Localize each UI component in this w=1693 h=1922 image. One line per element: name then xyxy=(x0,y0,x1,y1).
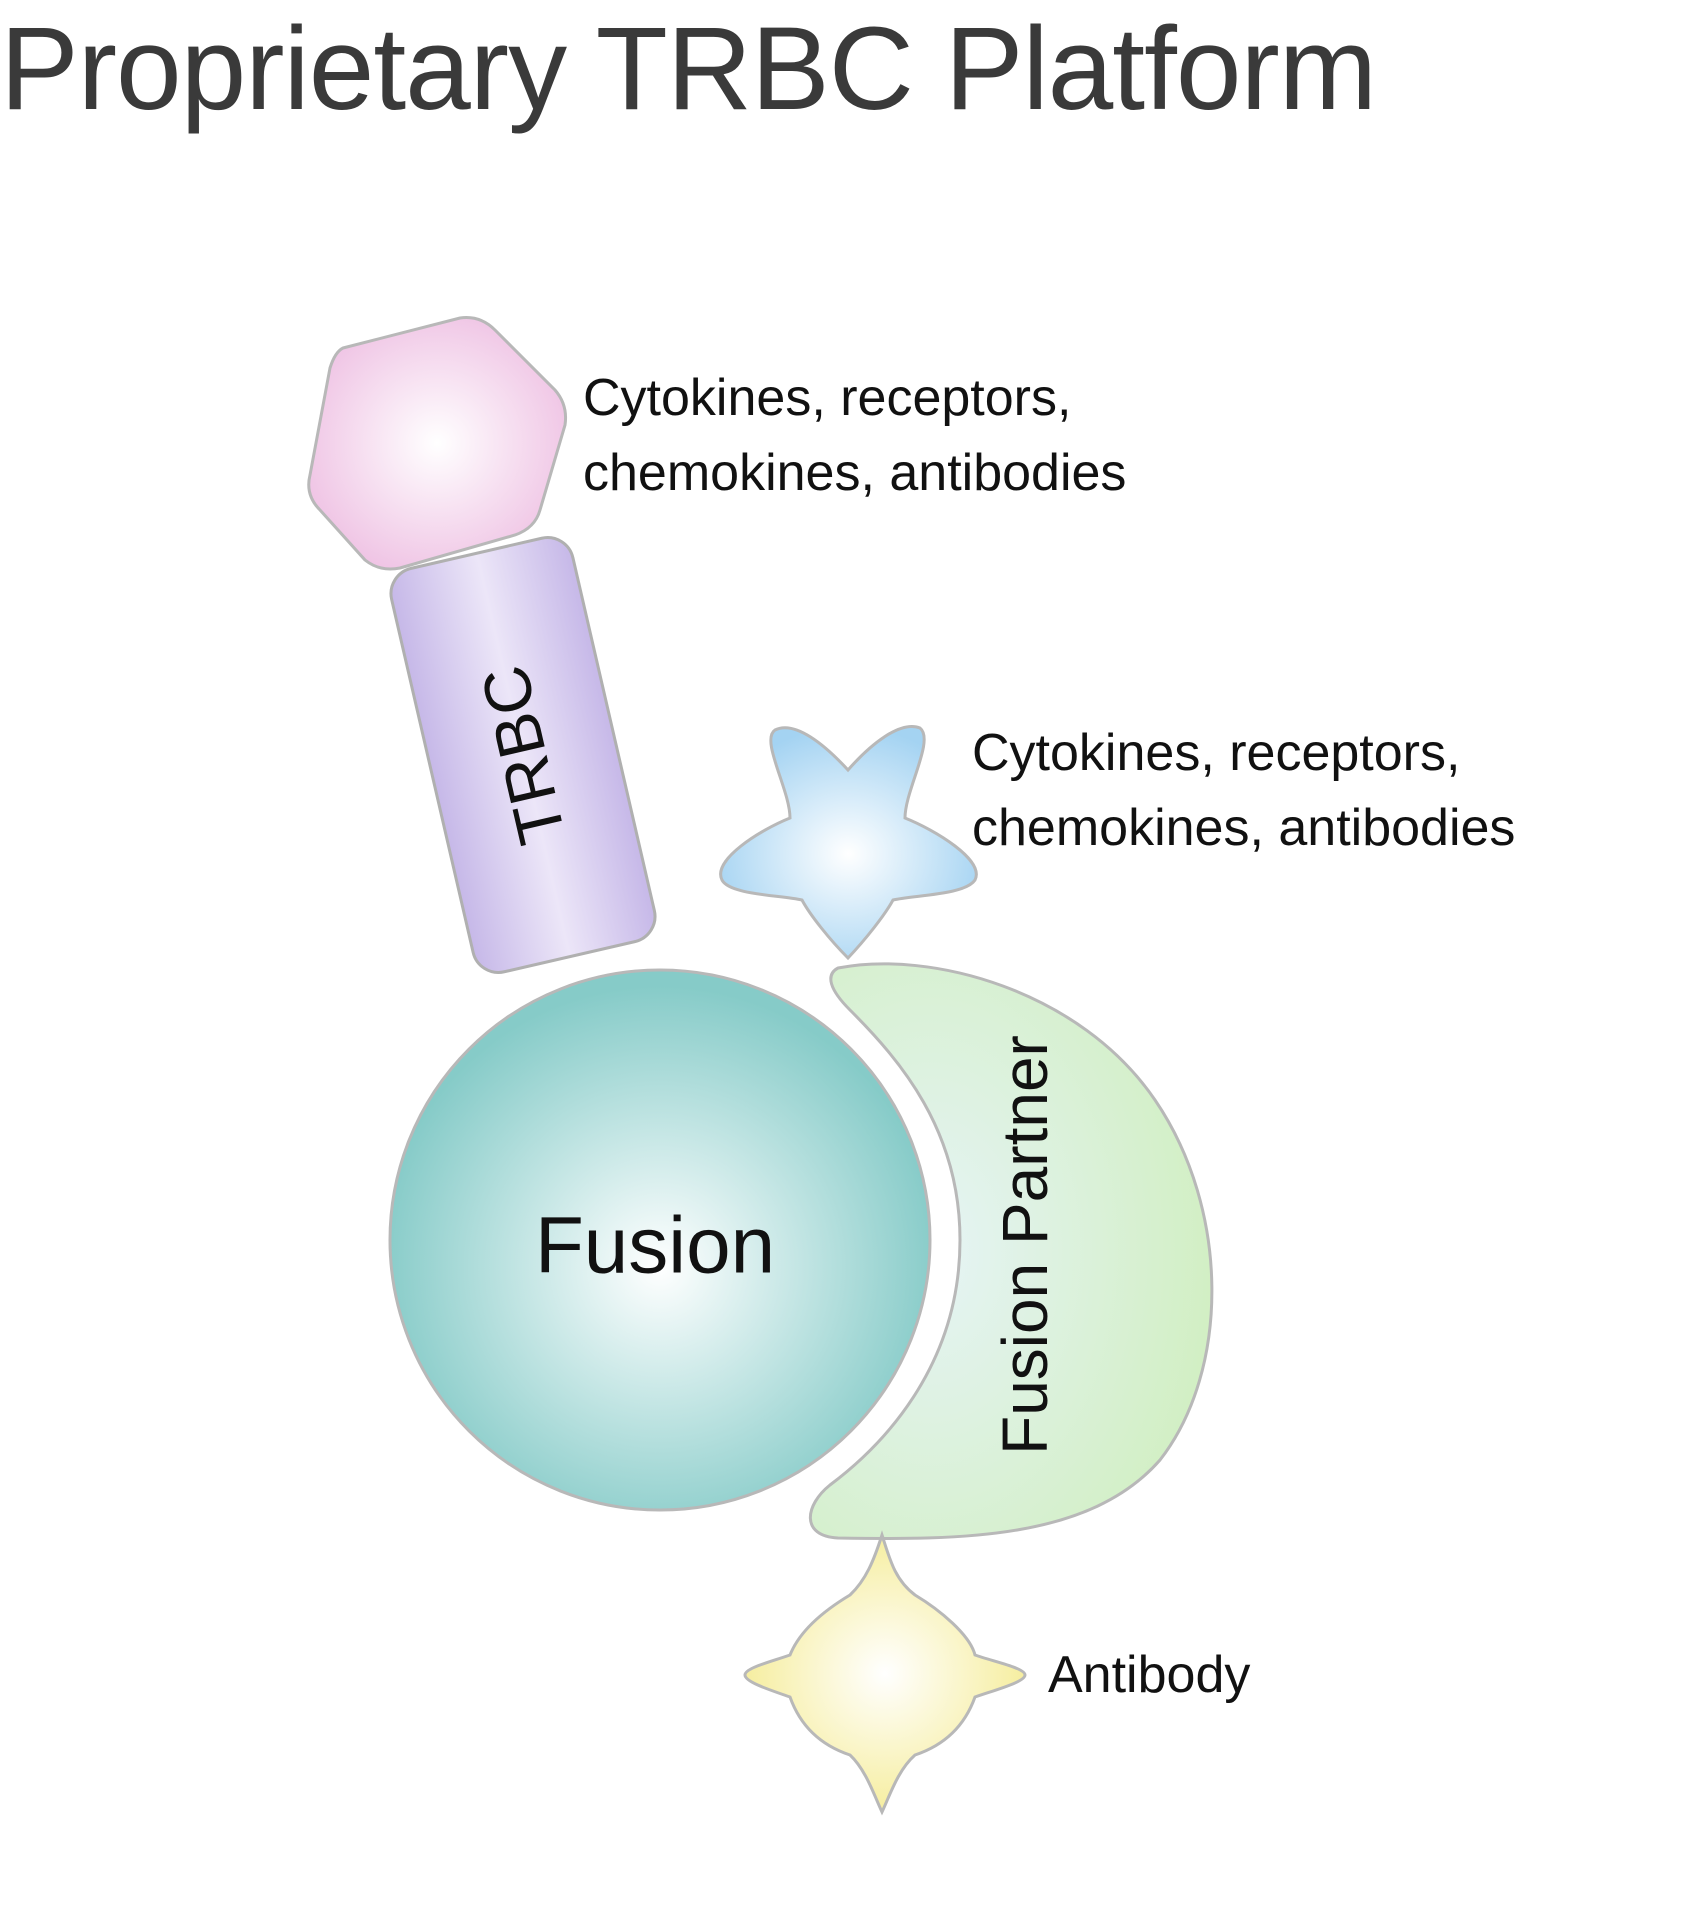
diagram-title: Proprietary TRBC Platform xyxy=(0,3,1377,135)
star-label-line1: Cytokines, receptors, xyxy=(972,724,1460,782)
antibody-domain xyxy=(743,1530,1027,1816)
hexagon-label-line1: Cytokines, receptors, xyxy=(583,369,1071,427)
fusion-label: Fusion xyxy=(535,1201,775,1290)
star-domain xyxy=(719,725,978,961)
fusion-partner-label: Fusion Partner xyxy=(989,1035,1061,1455)
fusion-domain: Fusion xyxy=(388,968,932,1512)
fusion-partner-domain: Fusion Partner xyxy=(808,962,1214,1540)
trbc-domain: TRBC xyxy=(389,536,657,974)
hexagon-label-line2: chemokines, antibodies xyxy=(583,444,1126,502)
hexagon-domain xyxy=(307,316,567,571)
antibody-label: Antibody xyxy=(1048,1646,1250,1704)
star-label-line2: chemokines, antibodies xyxy=(972,799,1515,857)
